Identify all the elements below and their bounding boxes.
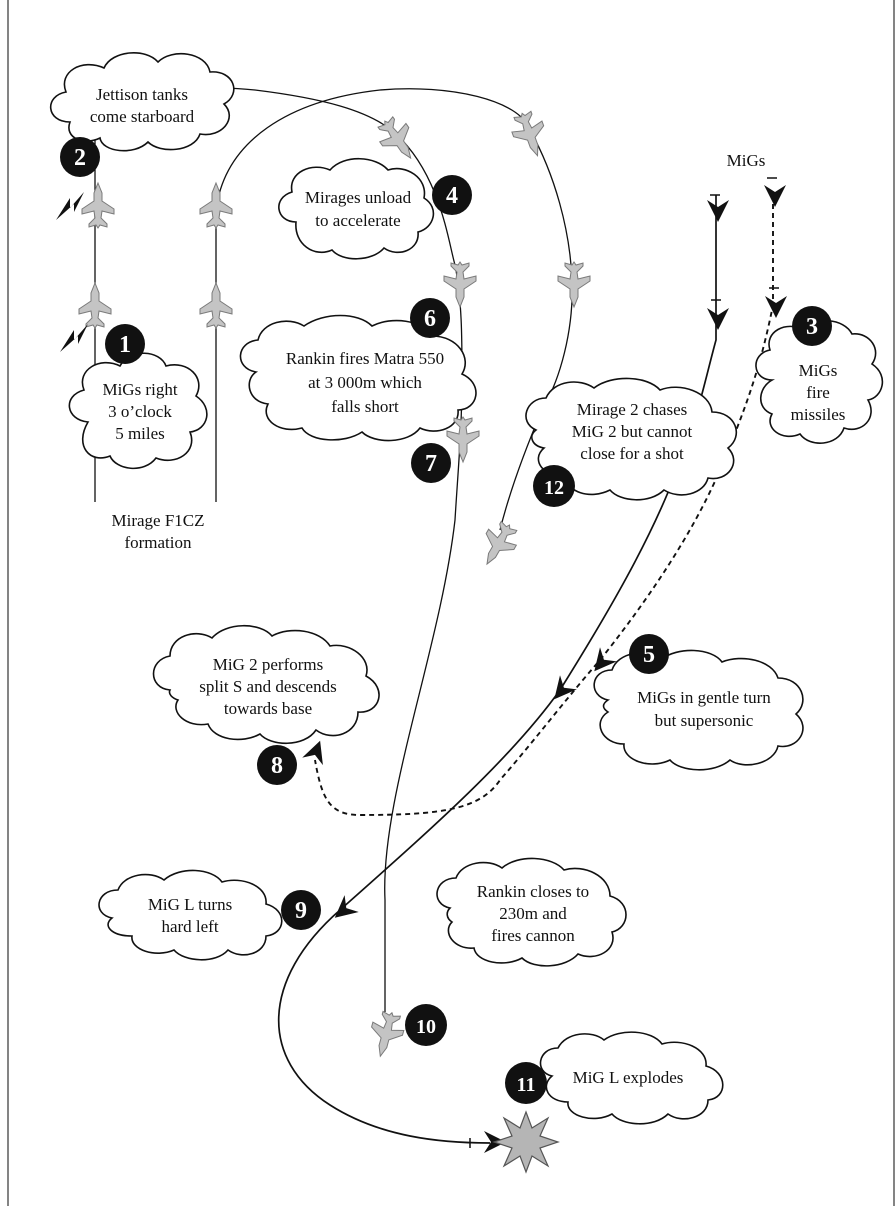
label-rankin-closes-3: fires cannon: [491, 926, 575, 945]
label-rankin-fires-2: at 3 000m which: [308, 373, 422, 392]
cloud-migs-right: [68, 352, 208, 470]
badge-9: 9: [281, 890, 321, 930]
cloud-mig2-split: [152, 625, 380, 744]
cloud-migl-explodes: [539, 1031, 724, 1125]
mig-arrows: [302, 177, 787, 1153]
label-mirages-unload-2: to accelerate: [315, 211, 400, 230]
badge-1: 1: [105, 324, 145, 364]
svg-text:9: 9: [295, 898, 307, 924]
badge-10: 10: [405, 1004, 447, 1046]
svg-text:11: 11: [517, 1074, 536, 1096]
badge-12: 12: [533, 465, 575, 507]
badge-7: 7: [411, 443, 451, 483]
label-migl-explodes: MiG L explodes: [573, 1068, 684, 1087]
label-migs-fire-1: MiGs: [799, 361, 838, 380]
label-formation-2: formation: [124, 533, 192, 552]
svg-text:3: 3: [806, 314, 818, 340]
svg-text:5: 5: [643, 642, 655, 668]
svg-text:4: 4: [446, 183, 458, 209]
cloud-rankin-closes: [436, 857, 627, 967]
label-migs-right-2: 3 o’clock: [108, 402, 172, 421]
label-mig2-split-1: MiG 2 performs: [213, 655, 323, 674]
badge-11: 11: [505, 1062, 547, 1104]
label-rankin-fires-3: falls short: [331, 397, 399, 416]
label-migs-header: MiGs: [727, 151, 766, 170]
svg-text:6: 6: [424, 306, 436, 332]
badge-5: 5: [629, 634, 669, 674]
explosion-icon: [492, 1110, 560, 1174]
label-migl-turns-1: MiG L turns: [148, 895, 232, 914]
label-mig2-split-3: towards base: [224, 699, 312, 718]
svg-text:2: 2: [74, 145, 86, 171]
label-jettison-2: come starboard: [90, 107, 195, 126]
label-mirage2-chases-3: close for a shot: [580, 444, 684, 463]
badge-8: 8: [257, 745, 297, 785]
label-migs-turn-1: MiGs in gentle turn: [637, 688, 771, 707]
mig2-track: [314, 195, 774, 816]
label-mirages-unload-1: Mirages unload: [305, 188, 412, 207]
radar-lightning-icon: [56, 192, 84, 220]
label-jettison-1: Jettison tanks: [96, 85, 188, 104]
svg-text:10: 10: [416, 1016, 436, 1038]
label-mig2-split-2: split S and descends: [199, 677, 336, 696]
label-migl-turns-2: hard left: [161, 917, 218, 936]
cloud-migl-turns: [98, 869, 283, 961]
cloud-mirages-unload: [278, 158, 435, 260]
svg-text:8: 8: [271, 753, 283, 779]
radar-lightning-icon: [60, 324, 88, 352]
cloud-rankin-fires: [239, 314, 477, 442]
badge-4: 4: [432, 175, 472, 215]
label-mirage2-chases-1: Mirage 2 chases: [577, 400, 687, 419]
label-migs-right-3: 5 miles: [115, 424, 165, 443]
label-rankin-closes-2: 230m and: [499, 904, 567, 923]
callout-clouds: [49, 52, 884, 1125]
label-migs-fire-3: missiles: [791, 405, 846, 424]
badge-6: 6: [410, 298, 450, 338]
cloud-migs-fire: [755, 319, 884, 444]
label-formation-1: Mirage F1CZ: [111, 511, 204, 530]
svg-text:7: 7: [425, 451, 437, 477]
label-rankin-closes-1: Rankin closes to: [477, 882, 589, 901]
step-badges: 1 2 3 4 5 6 7 8 9 10 11 12: [60, 137, 832, 1104]
radar-bolts: [56, 192, 88, 352]
label-mirage2-chases-2: MiG 2 but cannot: [572, 422, 693, 441]
badge-3: 3: [792, 306, 832, 346]
label-migs-right-1: MiGs right: [102, 380, 177, 399]
svg-text:1: 1: [119, 332, 131, 358]
callout-texts: Jettison tanks come starboard MiGs right…: [90, 85, 846, 1087]
svg-text:12: 12: [544, 477, 564, 499]
badge-2: 2: [60, 137, 100, 177]
label-rankin-fires-1: Rankin fires Matra 550: [286, 349, 444, 368]
label-migs-turn-2: but supersonic: [655, 711, 754, 730]
cloud-jettison: [49, 52, 235, 152]
label-migs-fire-2: fire: [806, 383, 830, 402]
